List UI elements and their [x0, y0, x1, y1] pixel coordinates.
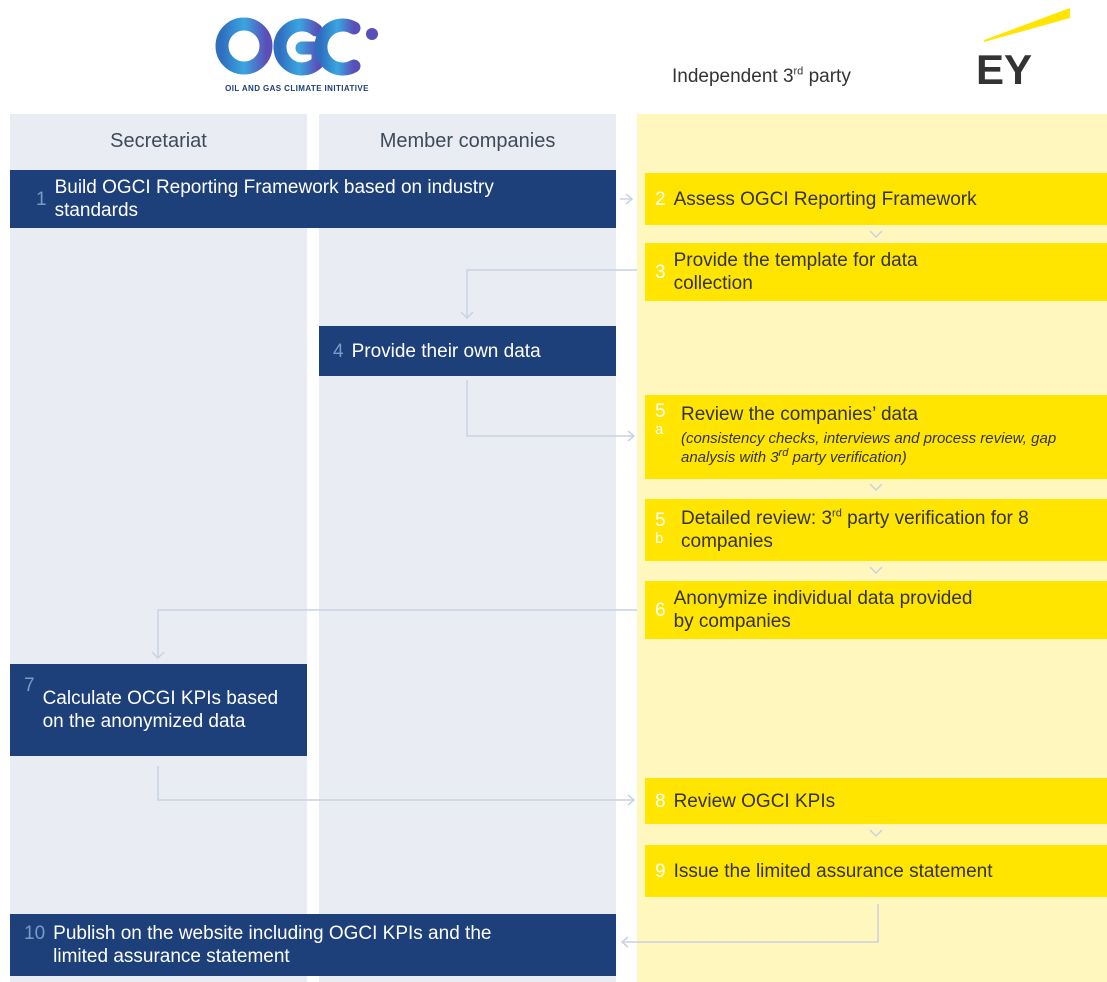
step-5a-note: (consistency checks, interviews and proc… — [681, 429, 1101, 467]
step-1-text: Build OGCI Reporting Framework based on … — [54, 177, 494, 221]
ey-logo-text: EY — [976, 46, 1032, 90]
step-7-number: 7 — [24, 675, 35, 696]
step-1: 1 Build OGCI Reporting Framework based o… — [10, 170, 616, 228]
ey-logo: EY — [976, 8, 1070, 90]
step-5b-number: 5 b — [655, 510, 673, 548]
step-8: 8 Review OGCI KPIs — [645, 778, 1107, 824]
step-5a-note-sup: rd — [778, 447, 789, 459]
step-3: 3 Provide the template for data collecti… — [645, 243, 1107, 301]
step-5b-text: Detailed review: 3rd party verification … — [681, 507, 1101, 553]
step-1-number: 1 — [36, 188, 47, 210]
step-4: 4 Provide their own data — [319, 326, 616, 376]
step-2-text: Assess OGCI Reporting Framework — [673, 188, 977, 210]
step-3-text: Provide the template for data collection — [673, 250, 918, 294]
secretariat-column — [10, 114, 307, 982]
step-5a-num: 5 — [655, 401, 666, 422]
step-2: 2 Assess OGCI Reporting Framework — [645, 173, 1107, 225]
step-7-text: Calculate OCGI KPIs based on the anonymi… — [42, 688, 279, 732]
step-5a-text: Review the companies’ data — [681, 404, 918, 425]
step-5a-content: Review the companies’ data (consistency … — [681, 403, 1101, 467]
step-7: 7 Calculate OCGI KPIs based on the anony… — [10, 664, 307, 756]
step-4-number: 4 — [333, 340, 344, 362]
step-3-number: 3 — [655, 261, 666, 283]
step-9-number: 9 — [655, 860, 666, 882]
step-4-text: Provide their own data — [351, 340, 541, 362]
step-5a-sub: a — [655, 421, 664, 438]
step-10-number: 10 — [24, 923, 46, 944]
step-6: 6 Anonymize individual data provided by … — [645, 581, 1107, 639]
step-5a-note-post: party verification) — [788, 449, 907, 466]
step-6-number: 6 — [655, 599, 666, 621]
step-5b-text-sup: rd — [832, 507, 842, 520]
arrowhead-7-8 — [627, 794, 636, 806]
ogci-tagline: OIL AND GAS CLIMATE INITIATIVE — [225, 84, 369, 93]
member-companies-column — [319, 114, 616, 982]
secretariat-header: Secretariat — [110, 130, 207, 152]
step-6-text: Anonymize individual data provided by co… — [673, 588, 973, 632]
step-10-text: Publish on the website including OGCI KP… — [53, 923, 492, 967]
ogci-logo — [215, 17, 378, 76]
step-5a: 5 a Review the companies’ data (consiste… — [645, 395, 1107, 479]
step-5b-text-pre: Detailed review: 3 — [681, 508, 833, 529]
step-5a-number: 5 a — [655, 401, 673, 439]
step-10: 10 Publish on the website including OGCI… — [10, 914, 616, 976]
step-5b-text-post: party verification for 8 companies — [681, 508, 1029, 552]
member-companies-header: Member companies — [379, 130, 556, 152]
step-9-text: Issue the limited assurance statement — [673, 860, 993, 882]
step-9: 9 Issue the limited assurance statement — [645, 845, 1107, 897]
independent-label: Independent 3 — [672, 66, 794, 87]
independent-sup: rd — [793, 65, 804, 78]
independent-suffix: party — [803, 66, 851, 87]
arrowhead-9-10 — [620, 936, 629, 948]
step-5b: 5 b Detailed review: 3rd party verificat… — [645, 499, 1107, 561]
step-5b-sub: b — [655, 530, 664, 547]
arrowhead-4-5a — [627, 430, 636, 442]
step-8-text: Review OGCI KPIs — [673, 790, 836, 812]
step-5b-num: 5 — [655, 510, 666, 531]
step-5a-note-pre: (consistency checks, interviews and proc… — [681, 430, 1057, 466]
step-8-number: 8 — [655, 790, 666, 812]
independent-third-party-label: Independent 3rd party — [672, 66, 851, 88]
step-2-number: 2 — [655, 188, 666, 210]
arrowhead-1-2 — [625, 193, 634, 205]
